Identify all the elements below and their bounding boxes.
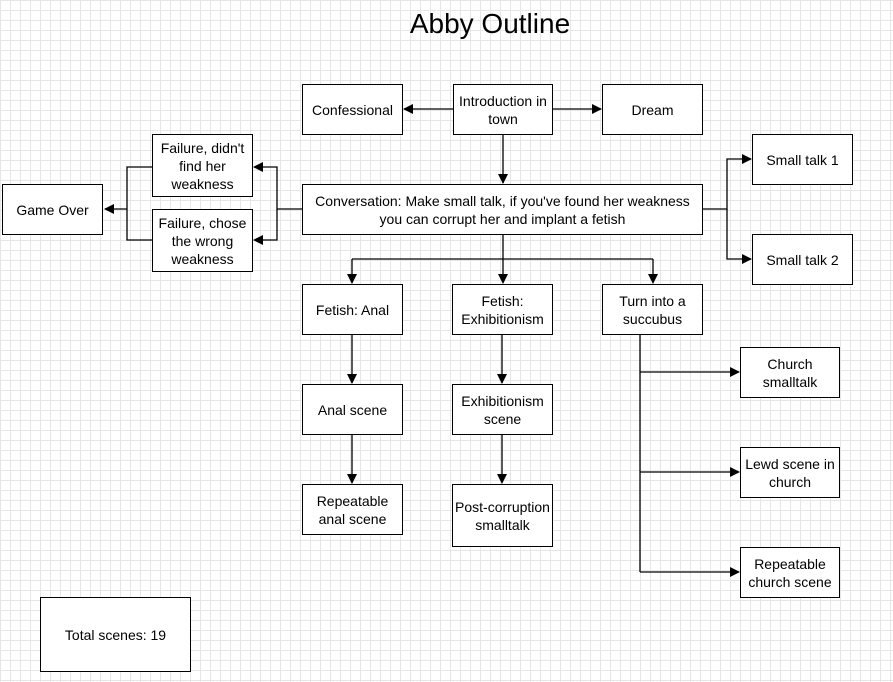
node-repeatable-church: Repeatable church scene: [740, 547, 840, 598]
edge-conversation-failure-wrong: [253, 209, 278, 245]
node-total-scenes: Total scenes: 19: [40, 597, 191, 672]
edge-conversation-failure-weakness: [253, 162, 302, 210]
node-repeatable-anal: Repeatable anal scene: [302, 484, 403, 535]
node-small-talk-1: Small talk 1: [752, 134, 853, 185]
node-failure-weakness: Failure, didn't find her weakness: [152, 134, 253, 197]
node-game-over: Game Over: [2, 184, 103, 235]
node-succubus: Turn into a succubus: [602, 284, 703, 335]
node-fetish-anal: Fetish: Anal: [302, 284, 403, 335]
edge-failure-wrong-gameover: [126, 209, 152, 241]
node-small-talk-2: Small talk 2: [752, 234, 853, 285]
node-introduction: Introduction in town: [453, 84, 553, 135]
node-exhibitionism-scene: Exhibitionism scene: [452, 384, 553, 435]
node-church-smalltalk: Church smalltalk: [740, 347, 840, 398]
edge-failure-weakness-gameover: [126, 166, 152, 209]
node-fetish-exhibitionism: Fetish: Exhibitionism: [452, 284, 553, 335]
node-failure-wrong: Failure, chose the wrong weakness: [152, 209, 253, 272]
diagram-title: Abby Outline: [409, 8, 571, 39]
node-lewd-church: Lewd scene in church: [740, 447, 840, 498]
node-post-corruption: Post-corruption smalltalk: [452, 484, 553, 547]
edge-conversation-smalltalk1: [702, 154, 752, 210]
node-confessional: Confessional: [302, 84, 403, 135]
edge-conversation-smalltalk2: [726, 209, 752, 264]
node-conversation: Conversation: Make small talk, if you've…: [302, 184, 703, 235]
node-anal-scene: Anal scene: [302, 384, 403, 435]
node-dream: Dream: [602, 84, 703, 135]
